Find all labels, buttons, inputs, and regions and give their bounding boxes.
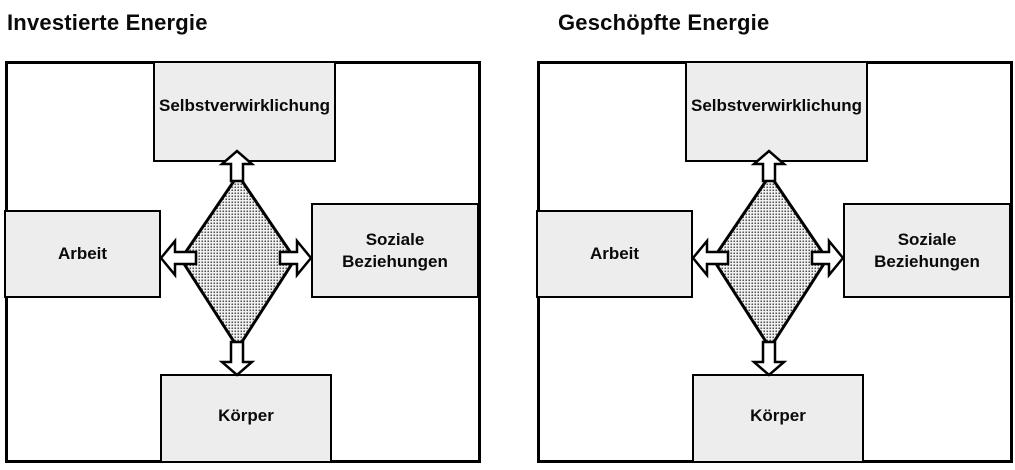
diagram-geschoepfte-energie: Geschöpfte Energie Selbstverwirklichung … <box>532 0 1015 470</box>
diagram-title: Geschöpfte Energie <box>558 10 770 35</box>
box-soziale-beziehungen: Soziale Beziehungen <box>843 203 1011 298</box>
box-soziale-beziehungen: Soziale Beziehungen <box>311 203 479 298</box>
box-arbeit: Arbeit <box>536 210 693 298</box>
box-label: Arbeit <box>589 244 640 264</box>
box-label: Körper <box>750 405 806 425</box>
diagram-title: Investierte Energie <box>7 10 208 35</box>
box-label: Selbstverwirklichung <box>159 95 330 115</box>
box-label: Soziale Beziehungen <box>342 230 448 271</box>
box-label: Körper <box>218 405 274 425</box>
box-label: Soziale Beziehungen <box>874 230 980 271</box>
box-arbeit: Arbeit <box>4 210 161 298</box>
box-label: Arbeit <box>57 244 108 264</box>
box-koerper: Körper <box>692 374 864 463</box>
diagram-investierte-energie: Investierte Energie Selbstverwirklichung… <box>0 0 483 470</box>
box-selbstverwirklichung: Selbstverwirklichung <box>153 61 336 162</box>
box-koerper: Körper <box>160 374 332 463</box>
box-selbstverwirklichung: Selbstverwirklichung <box>685 61 868 162</box>
box-label: Selbstverwirklichung <box>691 95 862 115</box>
